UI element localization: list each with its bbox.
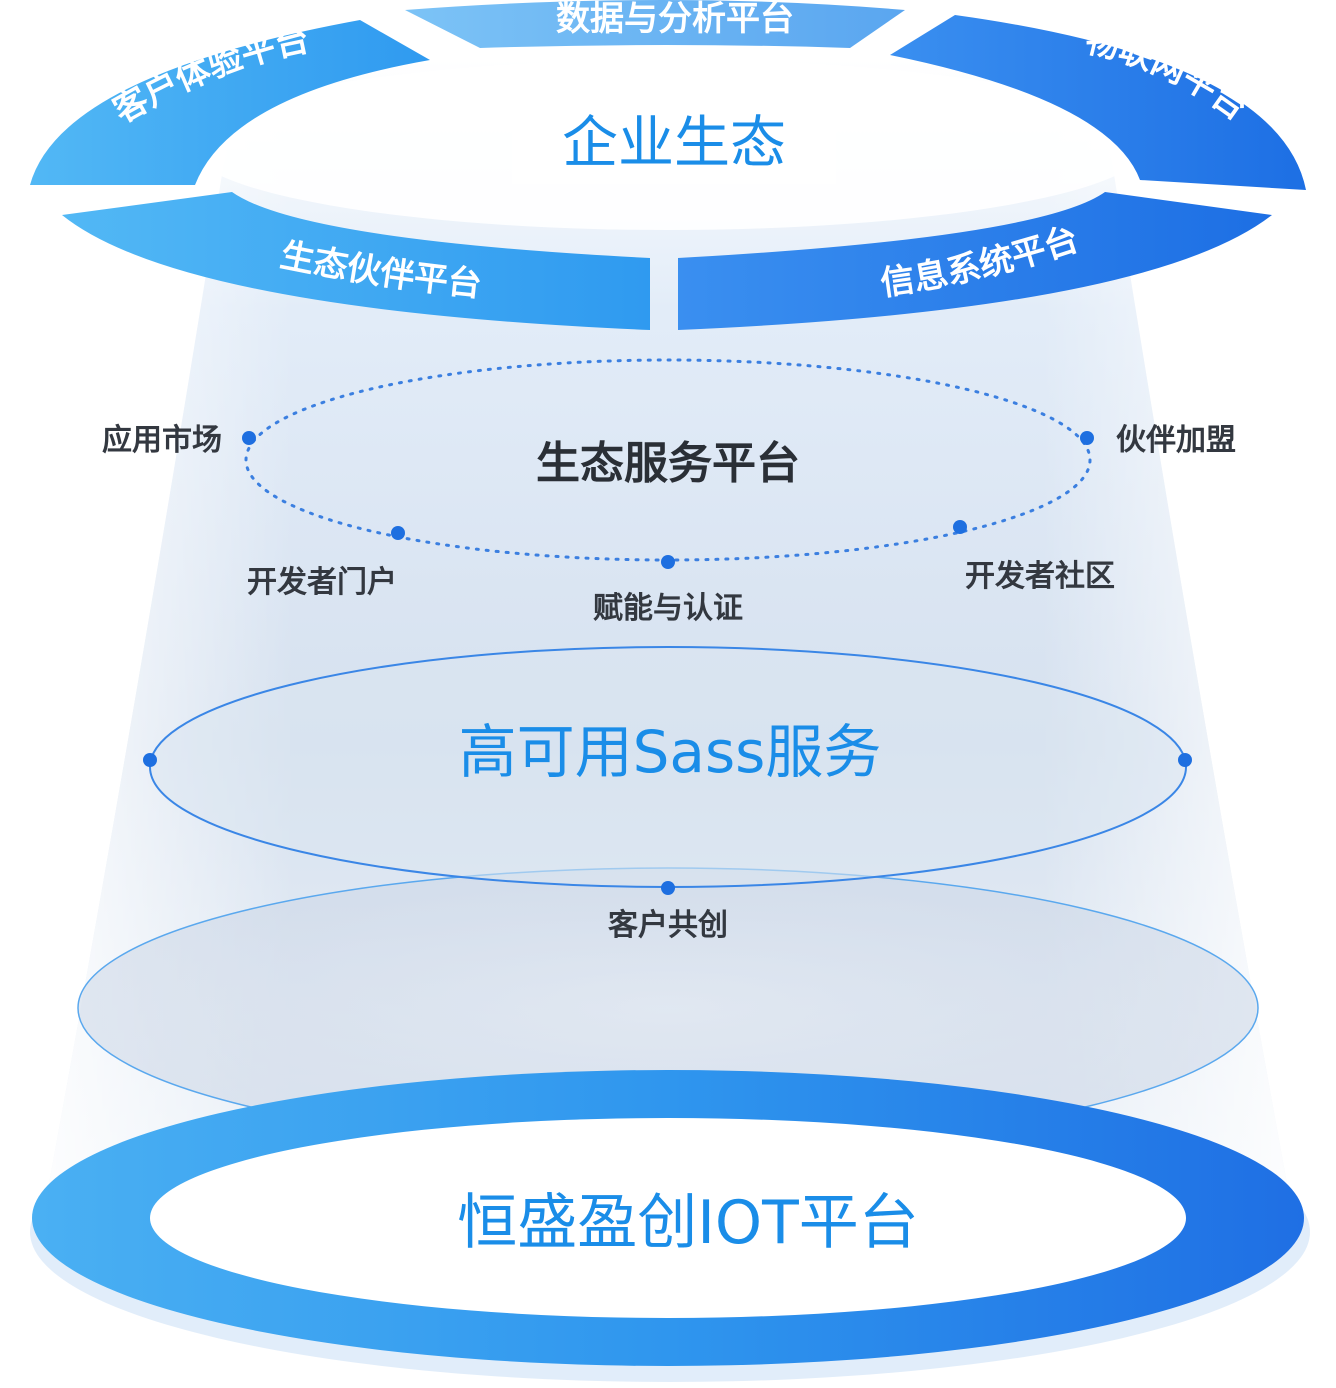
segment-info-platform xyxy=(678,192,1272,330)
segment-customer-platform xyxy=(30,20,430,185)
node-dot-empower xyxy=(661,555,675,569)
top-title-box xyxy=(512,100,836,184)
saas-dot-right xyxy=(1178,753,1192,767)
saas-dot-left xyxy=(143,753,157,767)
node-label-empower: 赋能与认证 xyxy=(593,591,743,626)
node-label-dev-portal: 开发者门户 xyxy=(247,565,397,600)
node-dot-dev-portal xyxy=(391,526,405,540)
node-label-app-market: 应用市场 xyxy=(102,423,222,458)
segment-label-data: 数据与分析平台 xyxy=(556,0,794,39)
node-dot-app-market xyxy=(242,431,256,445)
segment-iot-platform xyxy=(890,15,1306,190)
node-label-partner-join: 伙伴加盟 xyxy=(1116,423,1236,458)
node-dot-dev-community xyxy=(953,520,967,534)
saas-title: 高可用Sass服务 xyxy=(459,718,882,786)
segment-partner-platform xyxy=(62,192,650,330)
node-label-dev-community: 开发者社区 xyxy=(965,559,1115,594)
segment-data-platform xyxy=(405,0,905,48)
saas-node-label: 客户共创 xyxy=(608,908,728,943)
node-dot-partner-join xyxy=(1080,431,1094,445)
top-title: 企业生态 xyxy=(562,111,786,176)
ecosystem-title: 生态服务平台 xyxy=(536,438,800,489)
saas-dot-bottom xyxy=(661,881,675,895)
base-title: 恒盛盈创IOT平台 xyxy=(457,1188,919,1258)
base-ring-inner xyxy=(150,1118,1186,1318)
